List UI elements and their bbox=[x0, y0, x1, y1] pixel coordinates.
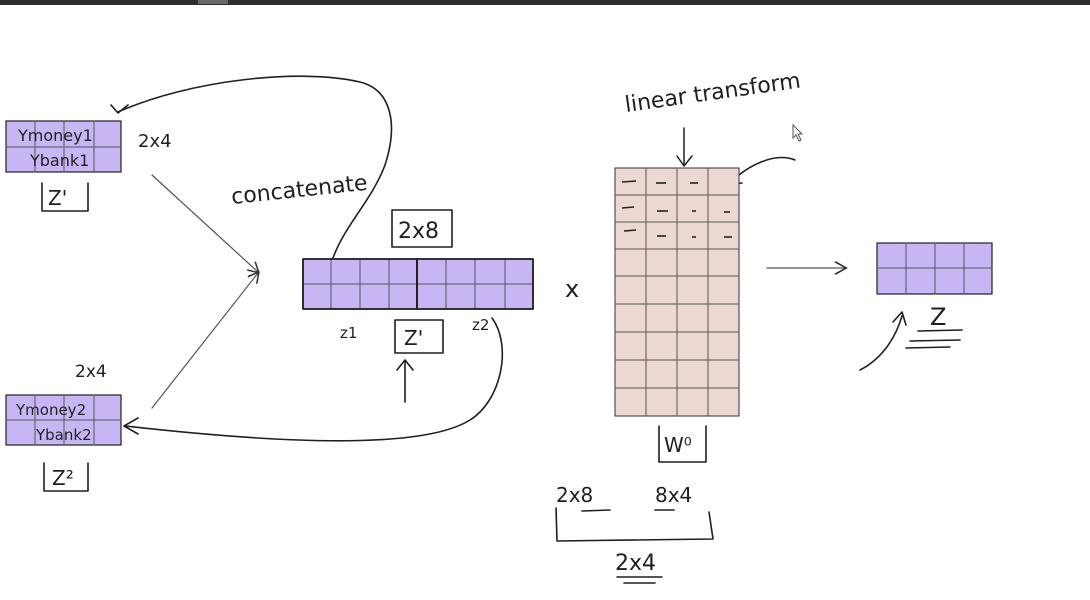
multiply-sign: x bbox=[565, 275, 579, 303]
weight-matrix bbox=[614, 167, 740, 417]
arrow-to-output-name bbox=[859, 315, 903, 371]
weight-name-label: W⁰ bbox=[664, 433, 692, 457]
concat-sub-right: z2 bbox=[472, 316, 489, 334]
z1-name-box: Z' bbox=[41, 182, 89, 212]
concat-sub-left: z1 bbox=[340, 324, 357, 342]
curve-concat-to-z2-head bbox=[123, 417, 139, 435]
linear-transform-label: linear transform bbox=[623, 69, 802, 118]
z2-dim-label: 2x4 bbox=[75, 362, 107, 382]
z2-name-box: Z² bbox=[43, 462, 89, 492]
weight-name-box: W⁰ bbox=[658, 425, 707, 463]
arrow-z1-to-concat bbox=[151, 174, 258, 272]
dim-right-label: 8x4 bbox=[655, 483, 692, 507]
z2-row2-label: Ybank2 bbox=[35, 426, 92, 444]
output-name-label: Z bbox=[930, 303, 946, 331]
curve-concat-to-z1-head bbox=[110, 104, 129, 114]
arrow-z2-to-concat bbox=[151, 273, 258, 409]
result-dim-label: 2x4 bbox=[615, 551, 656, 576]
curve-concat-to-z1 bbox=[117, 75, 393, 259]
concat-dim-box: 2x8 bbox=[391, 209, 453, 248]
z2-row1-label: Ymoney2 bbox=[15, 401, 86, 419]
arrow-to-weight-cell bbox=[729, 156, 796, 184]
dim-left-label: 2x8 bbox=[556, 483, 593, 507]
z1-row2-label: Ybank1 bbox=[29, 151, 89, 170]
z2-matrix: Ymoney2 Ybank2 bbox=[5, 394, 122, 446]
z1-dim-label: 2x4 bbox=[138, 131, 172, 152]
concat-name-label: Z' bbox=[404, 326, 423, 350]
output-matrix bbox=[876, 242, 993, 295]
mouse-cursor-icon bbox=[792, 123, 804, 142]
concatenate-label: concatenate bbox=[230, 171, 369, 210]
concat-matrix bbox=[302, 258, 534, 310]
scroll-thumb[interactable] bbox=[198, 0, 228, 4]
concat-name-box: Z' bbox=[394, 319, 444, 354]
concat-right-half-outline bbox=[416, 258, 534, 310]
window-top-bar bbox=[0, 0, 1090, 5]
z1-row1-label: Ymoney1 bbox=[17, 126, 93, 145]
z2-name-label: Z² bbox=[52, 466, 74, 490]
weight-value-dashes bbox=[621, 180, 732, 238]
curve-concat-to-z2 bbox=[124, 317, 504, 442]
dim-bracket bbox=[555, 507, 714, 542]
z1-name-label: Z' bbox=[48, 186, 67, 210]
z1-matrix: Ymoney1 Ybank1 bbox=[5, 120, 122, 173]
concat-dim-label: 2x8 bbox=[398, 219, 439, 244]
